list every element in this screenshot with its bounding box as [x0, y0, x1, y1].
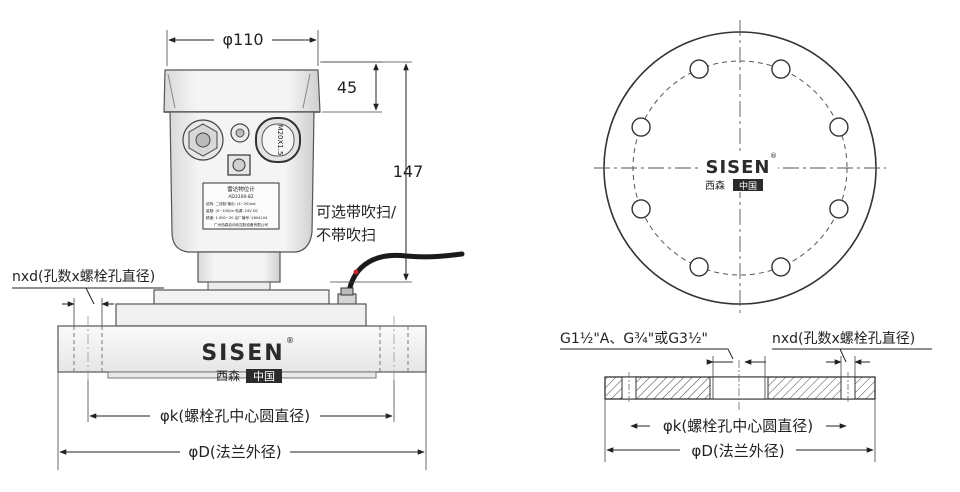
- dim-bolt-circle-right-label: φk(螺栓孔中心圆直径): [663, 417, 813, 435]
- holes-label-right-text: nxd(孔数x螺栓孔直径): [772, 330, 915, 347]
- dim-flange-od-right-label: φD(法兰外径): [691, 442, 784, 460]
- dim-cap-height: 45: [322, 61, 382, 113]
- bolt-hole: [689, 59, 709, 79]
- brand-chinese-right: 西森: [705, 179, 725, 192]
- bolt-holes: [631, 59, 849, 277]
- nameplate-line-2: 量程: (0~100)m 电源: 24V DC: [206, 208, 259, 213]
- holes-label-left-text: nxd(孔数x螺栓孔直径): [12, 268, 155, 285]
- dim-top-diameter: φ110: [166, 30, 319, 66]
- bolt-hole: [829, 117, 849, 137]
- dim-top-diameter-label: φ110: [222, 30, 263, 49]
- purge-note-line-2: 不带吹扫: [316, 226, 376, 244]
- housing-body: M20X1.5 雷达物位计 AD3100-82 结构: 二线制 输出: (4~2…: [169, 111, 315, 253]
- cap-marking: M20X1.5: [276, 125, 284, 156]
- side-view: M20X1.5 雷达物位计 AD3100-82 结构: 二线制 输出: (4~2…: [12, 30, 465, 470]
- dim-total-height-label: 147: [393, 162, 424, 181]
- flange-top-view: SISEN ® 西森 中国: [594, 20, 886, 316]
- dim-cap-height-label: 45: [337, 78, 357, 97]
- purge-cable: [337, 251, 465, 307]
- bolt-hole: [829, 199, 849, 219]
- purge-note-line-1: 可选带吹扫/: [316, 203, 397, 221]
- nameplate-model: AD3100-82: [228, 194, 253, 200]
- bolt-hole: [771, 257, 791, 277]
- neck: [153, 251, 330, 305]
- dim-flange-od-left: φD(法兰外径): [57, 372, 427, 470]
- thread-label-text: G1½"A、G¾"或G3½": [560, 331, 708, 347]
- bolt-hole: [631, 199, 651, 219]
- thread-label: G1½"A、G¾"或G3½": [560, 331, 766, 377]
- holes-label-right: nxd(孔数x螺栓孔直径): [772, 330, 932, 377]
- dim-bolt-circle-left-label: φk(螺栓孔中心圆直径): [160, 407, 310, 425]
- bolt-hole: [689, 257, 709, 277]
- holes-label-left: nxd(孔数x螺栓孔直径): [12, 268, 164, 326]
- nameplate-title: 雷达物位计: [227, 185, 255, 193]
- brand-name-right: SISEN: [706, 157, 771, 178]
- brand-chinese: 西森: [216, 368, 240, 383]
- nameplate-maker: 广州西森自动化控制设备有限公司: [214, 222, 268, 227]
- brand-logo-right: SISEN ® 西森 中国: [702, 152, 778, 192]
- blind-plug: M20X1.5: [255, 117, 301, 163]
- registered-mark: ®: [286, 336, 294, 345]
- registered-mark-right: ®: [770, 152, 777, 160]
- cable-gland: [182, 119, 224, 161]
- nameplate-line-1: 结构: 二线制 输出: (4~20)mA: [206, 201, 256, 206]
- dim-bolt-circle-right: φk(螺栓孔中心圆直径): [630, 414, 847, 435]
- brand-chinese-block: 中国: [253, 370, 275, 383]
- dim-flange-od-right: φD(法兰外径): [604, 399, 876, 462]
- bolt-hole: [631, 117, 651, 137]
- nameplate-line-3: 精度: 1.000~20 出厂编号: 2604104: [206, 215, 268, 220]
- adapter-plate: [115, 303, 367, 327]
- dim-total-height: 147: [320, 61, 424, 283]
- dim-bolt-circle-left: φk(螺栓孔中心圆直径): [87, 380, 395, 425]
- brand-logo-left: SISEN ® 西森 中国: [201, 336, 294, 383]
- nameplate: 雷达物位计 AD3100-82 结构: 二线制 输出: (4~20)mA 量程:…: [202, 182, 280, 230]
- bolt-hole: [771, 59, 791, 79]
- brand-chinese-block-right: 中国: [739, 180, 757, 192]
- purge-note: 可选带吹扫/ 不带吹扫: [316, 203, 397, 244]
- brand-name: SISEN: [201, 341, 284, 366]
- dim-flange-od-left-label: φD(法兰外径): [188, 443, 281, 461]
- flange-side: [57, 316, 427, 380]
- flange-section: G1½"A、G¾"或G3½" nxd(孔数x螺栓孔直径) φk(螺栓孔中心圆直径…: [560, 330, 932, 462]
- housing-cap: [163, 69, 321, 113]
